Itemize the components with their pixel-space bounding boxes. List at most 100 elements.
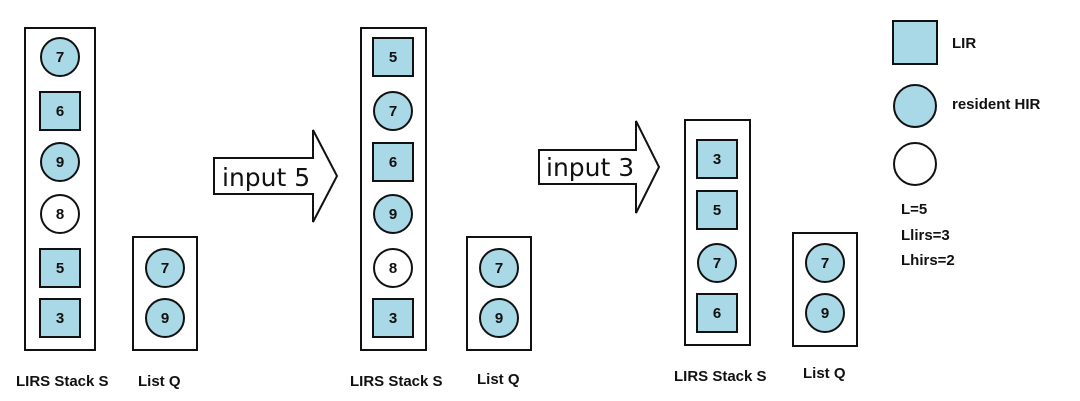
circle-shape — [40, 142, 80, 182]
item-value: 6 — [713, 305, 721, 322]
item-value: 7 — [821, 255, 829, 272]
stack-2-item-4: 9 — [373, 194, 413, 234]
stack-2-item-6: 3 — [372, 298, 414, 338]
item-value: 7 — [161, 260, 169, 277]
legend-resident-hir-swatch — [893, 84, 937, 128]
stack-3-box — [684, 119, 751, 346]
stack-3-item-4: 6 — [696, 293, 738, 333]
item-value: 3 — [56, 310, 64, 327]
stack-2-item-3: 6 — [372, 142, 414, 182]
legend-lir-swatch — [892, 20, 938, 65]
item-value: 9 — [389, 206, 397, 223]
item-value: 5 — [713, 202, 721, 219]
legend-param-lhirs: Lhirs=2 — [901, 252, 955, 269]
stack-1-item-5: 5 — [39, 248, 81, 288]
legend-nonresident-swatch — [893, 142, 937, 186]
stack-3: 3 5 7 6 — [696, 139, 738, 333]
square-shape — [372, 37, 414, 77]
queue-2-box — [466, 236, 532, 351]
item-value: 7 — [389, 103, 397, 120]
circle-shape — [479, 298, 519, 338]
arrow-2: input 3 — [538, 120, 661, 214]
legend-lir-label: LIR — [952, 35, 976, 52]
queue-3-item-1: 7 — [805, 243, 845, 283]
stack-1-item-3: 9 — [40, 142, 80, 182]
circle-shape — [40, 194, 80, 234]
item-value: 6 — [389, 154, 397, 171]
stack-1-item-2: 6 — [39, 91, 81, 131]
item-value: 5 — [56, 260, 64, 277]
circle-shape — [145, 298, 185, 338]
circle-shape — [479, 248, 519, 288]
queue-3-box — [792, 232, 858, 347]
queue-1-item-2: 9 — [145, 298, 185, 338]
item-value: 8 — [389, 260, 397, 277]
queue-1-label: List Q — [138, 373, 181, 390]
legend-param-llirs: Llirs=3 — [901, 227, 950, 244]
queue-1-box — [132, 236, 198, 351]
arrow-1-shape — [213, 129, 339, 223]
circle-shape — [373, 194, 413, 234]
square-shape — [39, 248, 81, 288]
stack-3-label: LIRS Stack S — [674, 368, 767, 385]
queue-3: 7 9 — [805, 243, 845, 333]
item-value: 7 — [495, 260, 503, 277]
item-value: 9 — [161, 310, 169, 327]
circle-shape — [145, 248, 185, 288]
stack-3-item-2: 5 — [696, 190, 738, 230]
arrow-2-label: input 3 — [546, 153, 634, 182]
stack-3-item-1: 3 — [696, 139, 738, 179]
legend-resident-hir-label: resident HIR — [952, 96, 1041, 113]
arrow-1-label: input 5 — [222, 163, 310, 192]
square-shape — [39, 298, 81, 338]
stack-1-item-6: 3 — [39, 298, 81, 338]
stack-1-label: LIRS Stack S — [16, 373, 109, 390]
queue-3-item-2: 9 — [805, 293, 845, 333]
square-shape — [39, 91, 81, 131]
item-value: 7 — [713, 255, 721, 272]
queue-2-label: List Q — [477, 371, 520, 388]
legend-param-l: L=5 — [901, 201, 927, 218]
circle-shape — [373, 248, 413, 288]
item-value: 9 — [821, 305, 829, 322]
stack-2-item-5: 8 — [373, 248, 413, 288]
square-shape — [696, 190, 738, 230]
circle-shape — [805, 293, 845, 333]
item-value: 3 — [389, 310, 397, 327]
stack-2-box — [360, 27, 427, 351]
queue-1-item-1: 7 — [145, 248, 185, 288]
queue-2: 7 9 — [479, 248, 519, 338]
circle-shape — [40, 37, 80, 77]
item-value: 8 — [56, 206, 64, 223]
stack-2-item-1: 5 — [372, 37, 414, 77]
stack-3-item-3: 7 — [697, 243, 737, 283]
item-value: 6 — [56, 103, 64, 120]
stack-1-item-1: 7 — [40, 37, 80, 77]
queue-2-item-1: 7 — [479, 248, 519, 288]
circle-shape — [373, 91, 413, 131]
circle-shape — [697, 243, 737, 283]
queue-1: 7 9 — [145, 248, 185, 338]
square-shape — [696, 293, 738, 333]
stack-1-box — [24, 27, 96, 351]
stack-2-label: LIRS Stack S — [350, 373, 443, 390]
stack-2-item-2: 7 — [373, 91, 413, 131]
item-value: 3 — [713, 151, 721, 168]
item-value: 9 — [495, 310, 503, 327]
circle-shape — [805, 243, 845, 283]
queue-2-item-2: 9 — [479, 298, 519, 338]
stack-1-item-4: 8 — [40, 194, 80, 234]
queue-3-label: List Q — [803, 365, 846, 382]
item-value: 5 — [389, 49, 397, 66]
square-shape — [372, 298, 414, 338]
item-value: 7 — [56, 49, 64, 66]
item-value: 9 — [56, 154, 64, 171]
legend: LIR resident HIR L=5 Llirs=3 Lhirs=2 — [892, 20, 1041, 269]
arrow-1: input 5 — [213, 129, 339, 223]
square-shape — [372, 142, 414, 182]
stack-1: 7 6 9 8 5 3 — [39, 37, 81, 338]
arrow-2-shape — [538, 120, 661, 214]
square-shape — [696, 139, 738, 179]
stack-2: 5 7 6 9 8 3 — [372, 37, 414, 338]
